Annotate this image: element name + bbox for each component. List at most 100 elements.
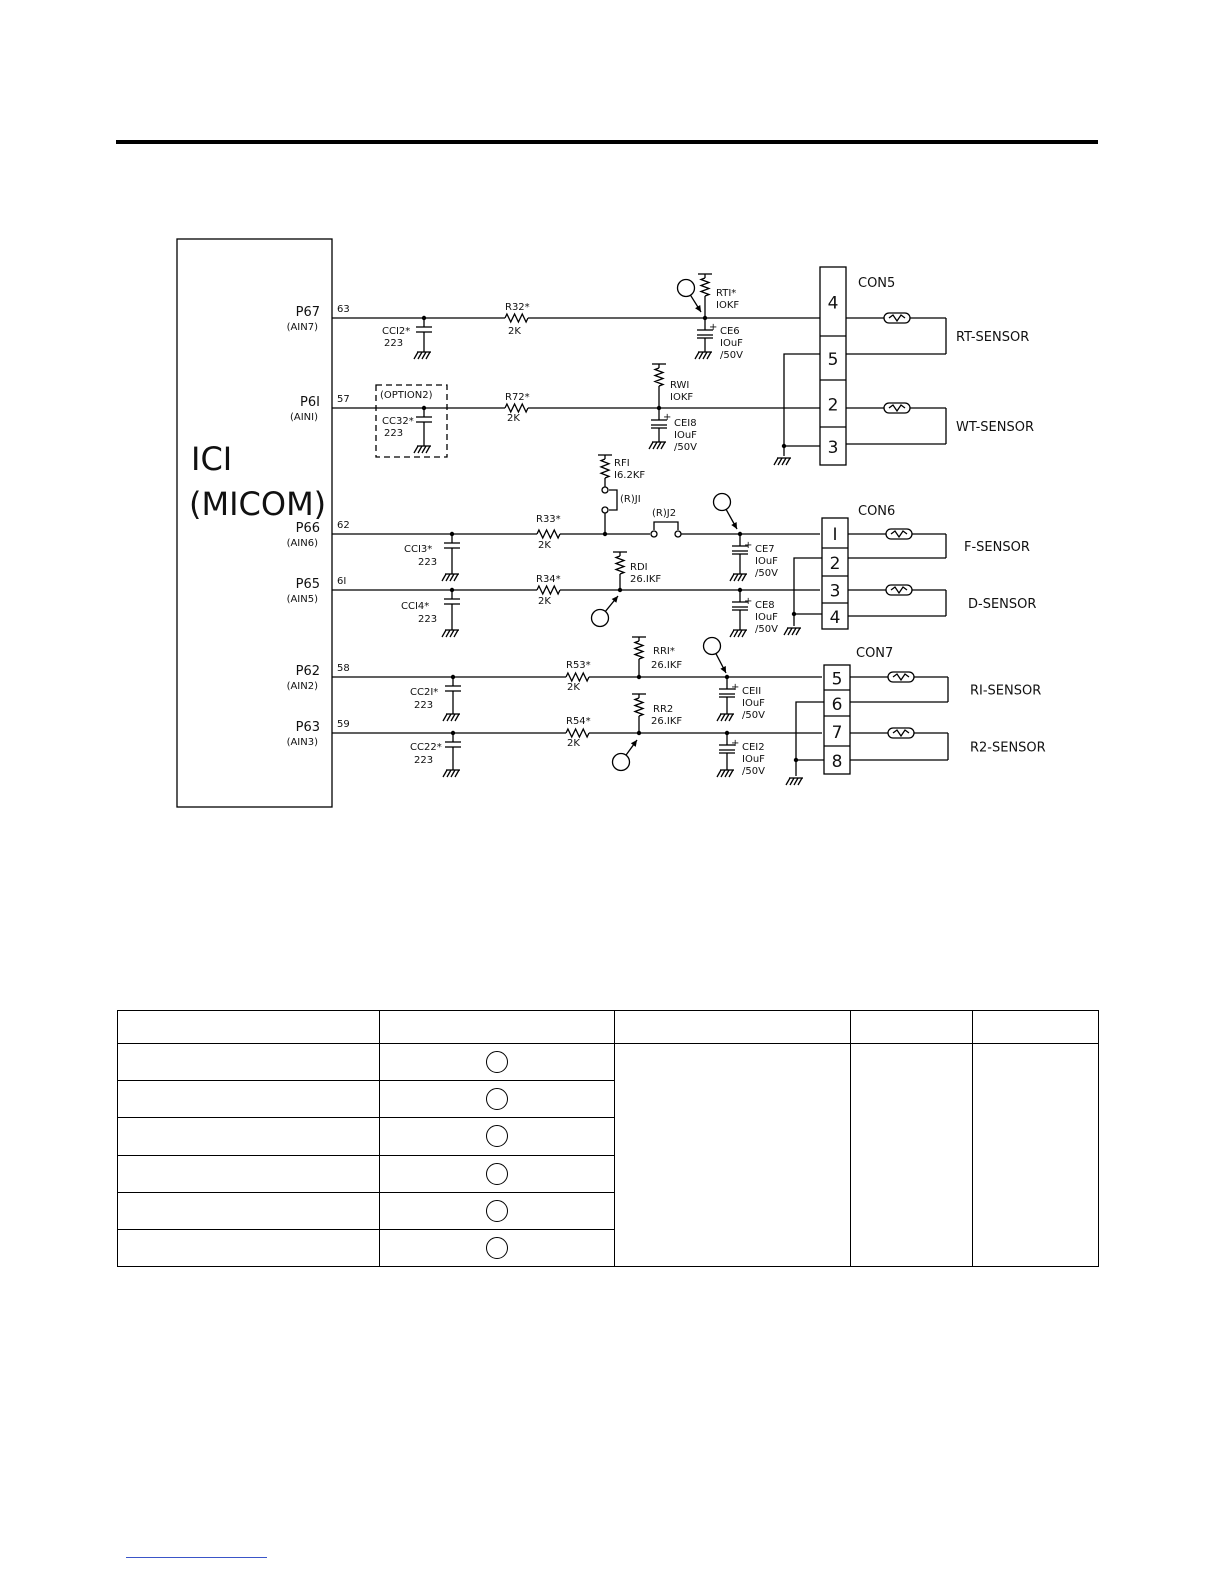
sensor-label: F-SENSOR [964, 540, 1030, 555]
jumper-terminal [601, 486, 609, 494]
ground-symbol [793, 777, 799, 786]
table-cell [117, 1043, 380, 1082]
jumper-terminal [650, 530, 658, 538]
wires [176, 238, 949, 808]
ground-symbol [446, 713, 452, 722]
ground-symbol [454, 769, 460, 778]
pin-port-label: P65 [296, 577, 320, 592]
connector-pin-label: 7 [832, 723, 843, 743]
ground-symbol [777, 457, 783, 466]
pin-ain-label: (AIN7) [287, 322, 319, 333]
ground-symbol [446, 769, 452, 778]
table-cell [117, 1080, 380, 1119]
resistor-value: 2K [567, 738, 580, 749]
resistor-value: IOKF [716, 300, 739, 311]
pin-ain-label: (AIN2) [287, 681, 319, 692]
ground-symbol [720, 713, 726, 722]
thermistor-symbol [892, 673, 910, 682]
capacitor-name: CC22* [410, 742, 442, 753]
ground-symbol [660, 441, 666, 450]
ground-symbol [421, 445, 427, 454]
pin-number: 62 [337, 520, 350, 531]
probe-arrowhead [630, 740, 637, 747]
ground-symbol [441, 629, 447, 638]
probe-arrowhead [720, 666, 726, 673]
resistor-name: RWI [670, 380, 689, 391]
pin-ain-label: (AINI) [290, 412, 318, 423]
capacitor-voltage: /50V [742, 710, 765, 721]
capacitor-name: CC32* [382, 416, 414, 427]
pin-ain-label: (AIN6) [287, 538, 319, 549]
sensor-label: RT-SENSOR [956, 330, 1029, 345]
table-cell-merged [972, 1043, 1099, 1267]
header-cell [850, 1009, 973, 1045]
ground-symbol [656, 441, 662, 450]
circle-marker-icon [486, 1088, 508, 1111]
resistor-name: R54* [566, 716, 591, 727]
table-cell [379, 1228, 615, 1268]
table-cell [117, 1228, 380, 1268]
ground-symbol [450, 769, 456, 778]
ground-symbol [698, 351, 704, 360]
capacitor-voltage: /50V [742, 766, 765, 777]
polarity-mark: + [709, 322, 717, 333]
ground-symbol [425, 351, 431, 360]
pin-number: 59 [337, 719, 350, 730]
table-cell [117, 1154, 380, 1193]
connector-pin-label: 4 [830, 608, 841, 628]
capacitor-name: CC2I* [410, 687, 438, 698]
thermistor-symbol [890, 586, 908, 595]
table-cell [379, 1117, 615, 1156]
ground-symbol [449, 573, 455, 582]
connector-pin-label: 3 [830, 582, 841, 602]
pin-ain-label: (AIN5) [287, 594, 319, 605]
ground-symbol [787, 627, 793, 636]
table-cell [117, 1191, 380, 1230]
table-cell [379, 1191, 615, 1230]
probe-arrowhead [695, 305, 701, 312]
resistor-value: 2K [507, 413, 520, 424]
resistor-value: 26.IKF [651, 660, 682, 671]
ground-symbol [442, 769, 448, 778]
info-table [117, 1009, 1099, 1268]
capacitor-value: IOuF [755, 612, 778, 623]
capacitor-name: CEII [742, 686, 761, 697]
resistor-value: 2K [508, 326, 521, 337]
resistor-value: 2K [538, 596, 551, 607]
capacitor-value: 223 [418, 614, 437, 625]
capacitor-value: 223 [414, 755, 433, 766]
pin-number: 57 [337, 394, 350, 405]
ground-symbol [453, 573, 459, 582]
capacitor-value: 223 [414, 700, 433, 711]
probe-arrowhead [611, 596, 618, 603]
resistor-symbol [614, 555, 626, 575]
ground-symbol [728, 713, 734, 722]
sensor-label: RI-SENSOR [970, 684, 1041, 699]
ground-return [793, 557, 822, 626]
ground-symbol [648, 441, 654, 450]
probe-arrowhead [731, 522, 737, 529]
resistor-name: R34* [536, 574, 561, 585]
ground-symbol [453, 629, 459, 638]
ground-symbol [450, 713, 456, 722]
ground-symbol [720, 769, 726, 778]
resistor-name: R53* [566, 660, 591, 671]
resistor-symbol [599, 458, 611, 479]
junction-dot [602, 531, 608, 537]
ground-symbol [652, 441, 658, 450]
connector-body [821, 517, 849, 630]
table-cell-merged [614, 1043, 851, 1267]
pin-port-label: P6I [300, 395, 320, 410]
ground-symbol [733, 629, 739, 638]
resistor-name: RTI* [716, 288, 736, 299]
pin-port-label: P63 [296, 720, 320, 735]
resistor-symbol [504, 312, 529, 324]
ground-symbol [795, 627, 801, 636]
table-cell [379, 1080, 615, 1119]
connector-body [823, 664, 851, 775]
option-label: (OPTION2) [380, 390, 433, 401]
ground-symbol [773, 457, 779, 466]
connector-name: CON7 [856, 646, 893, 661]
capacitor-name: CE6 [720, 326, 740, 337]
table-cell [379, 1154, 615, 1193]
